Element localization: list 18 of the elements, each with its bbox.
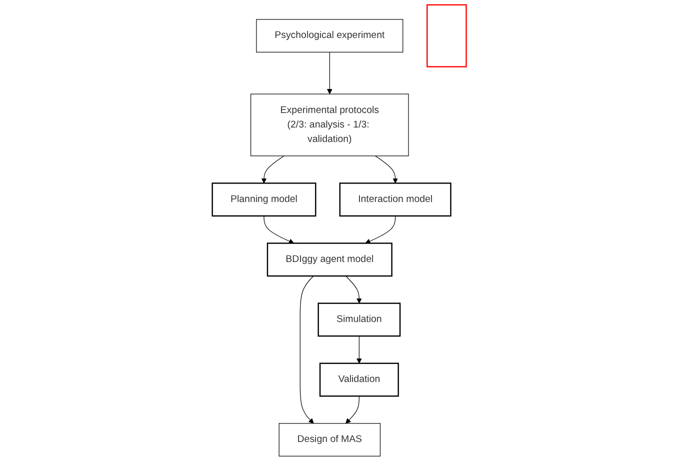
node-box: Design of MAS [279,423,381,456]
node-box: Experimental protocols (2/3: analysis - 1/3: validation) [250,94,410,156]
node-box: Simulation [318,302,401,337]
arrow [327,52,333,94]
node-box: Interaction model [340,182,452,217]
arrow [356,336,362,364]
arrow [365,216,396,244]
arrow [346,276,362,304]
node-box [426,4,468,68]
node-box: Validation [320,362,400,397]
arrow [264,216,294,244]
arrow [346,396,360,424]
node-box: Psychological experiment [256,19,404,52]
arrow [262,156,285,184]
node-box: BDIggy agent model [267,242,393,277]
arrow [375,156,398,184]
node-box: Planning model [212,182,316,217]
arrow [300,276,314,424]
